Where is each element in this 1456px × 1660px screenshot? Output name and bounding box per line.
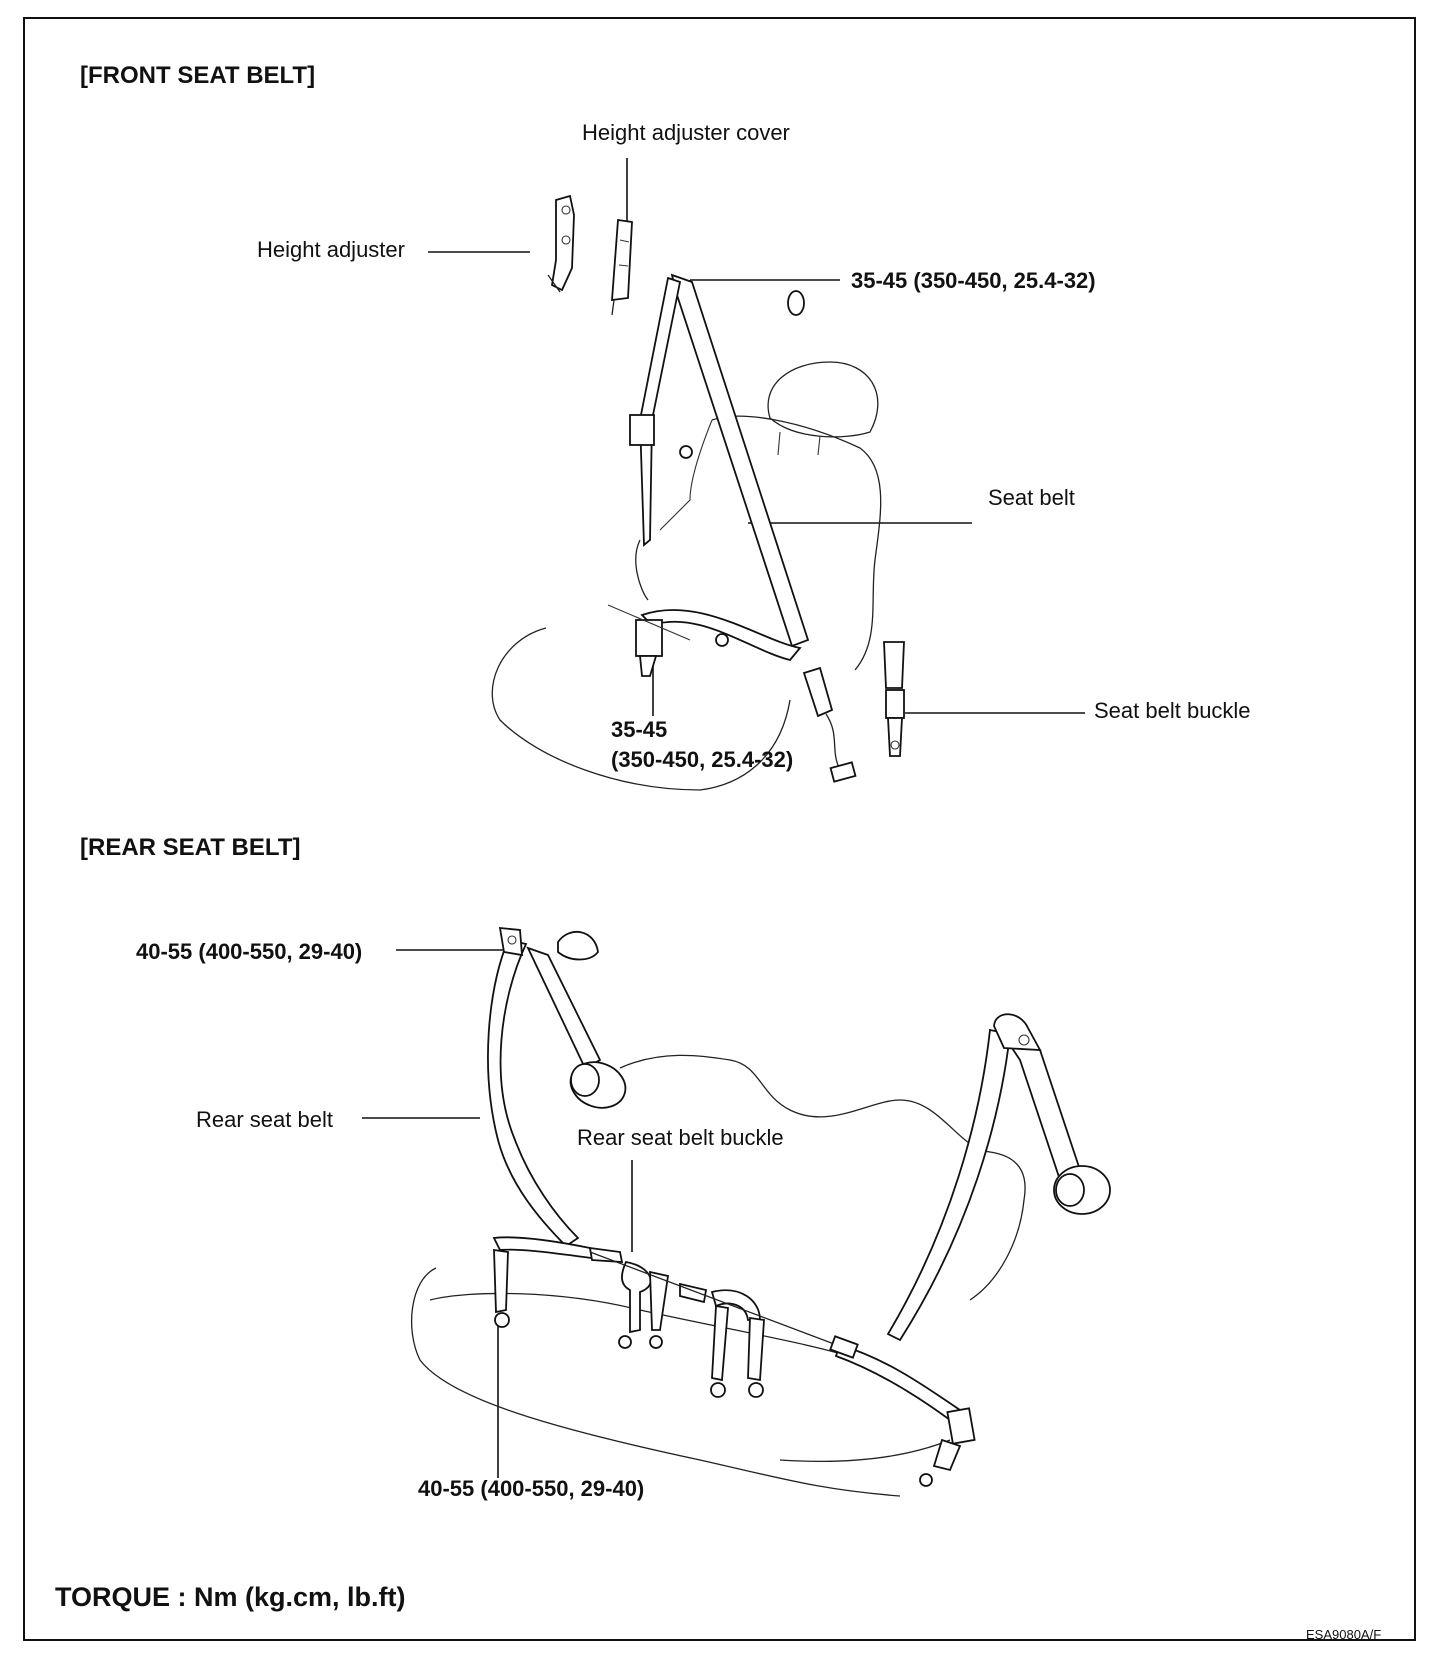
seat-back-outline (711, 415, 882, 671)
anchor-cap (787, 290, 805, 316)
rear-section-title: [REAR SEAT BELT] (80, 834, 301, 861)
label-torque-upper-front: 35-45 (350-450, 25.4-32) (851, 268, 1096, 293)
diagram-frame (23, 17, 1416, 1641)
rear-seat-cushion-outline (410, 1267, 901, 1497)
label-seat-belt: Seat belt (988, 485, 1075, 510)
front-seat-belt-webbing (629, 273, 810, 662)
rear-right-seat-belt (829, 1013, 1111, 1487)
figure-code: ESA9080A/F (1306, 1627, 1382, 1642)
rear-seat-back-outline (619, 1054, 1026, 1301)
label-rear-seat-belt: Rear seat belt (196, 1107, 333, 1132)
headrest (767, 361, 879, 438)
label-torque-lower-front-2: (350-450, 25.4-32) (611, 747, 794, 772)
rear-seat-belt-buckles (492, 1236, 851, 1398)
rear-left-seat-belt (487, 926, 627, 1248)
front-seat-belt-buckle (883, 641, 905, 757)
height-adjuster-cover-part (611, 218, 633, 316)
torque-unit-note: TORQUE : Nm (kg.cm, lb.ft) (55, 1582, 406, 1612)
seat-cushion-outline (491, 627, 791, 791)
front-section-title: [FRONT SEAT BELT] (80, 62, 316, 89)
label-height-adjuster-cover: Height adjuster cover (582, 120, 790, 145)
label-torque-lower-front-1: 35-45 (611, 717, 668, 742)
height-adjuster-part (547, 194, 575, 293)
label-torque-lower-rear: 40-55 (400-550, 29-40) (418, 1476, 645, 1501)
front-belt-tongue (802, 666, 857, 783)
label-seat-belt-buckle: Seat belt buckle (1094, 698, 1251, 723)
label-height-adjuster: Height adjuster (257, 237, 405, 262)
front-anchor-bolt (679, 445, 693, 459)
front-retractor (607, 604, 729, 677)
label-torque-upper-rear: 40-55 (400-550, 29-40) (136, 939, 363, 964)
label-rear-seat-belt-buckle: Rear seat belt buckle (577, 1125, 784, 1150)
